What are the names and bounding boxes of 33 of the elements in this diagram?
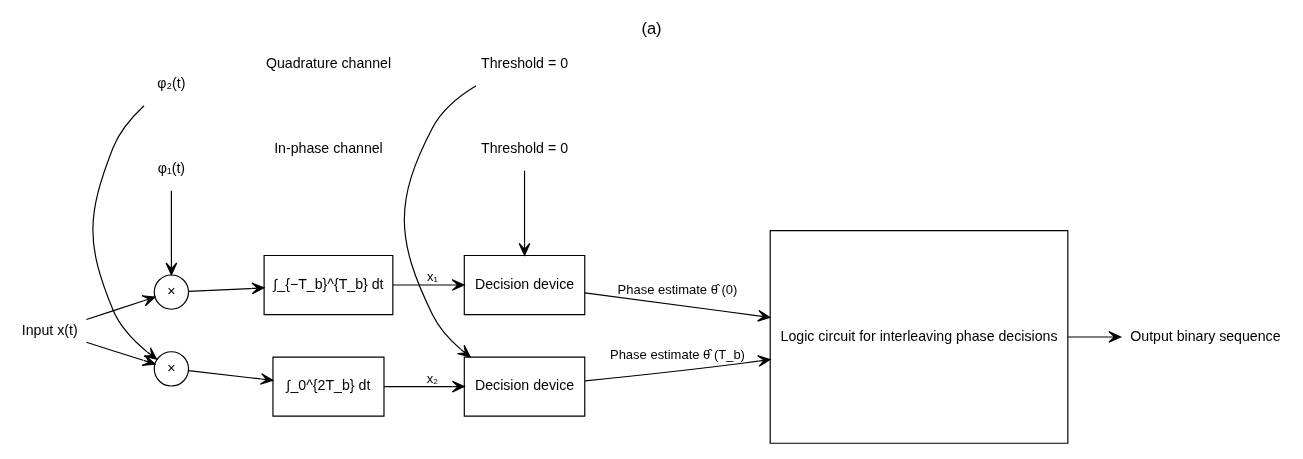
edge-label: x₂ [426,370,439,386]
node-box: Decision device [463,356,586,417]
arrow [187,370,274,385]
arrow [383,380,465,393]
edge-label: x₁ [426,269,438,285]
label: In-phase channel [274,139,383,156]
arrow [392,279,465,291]
node-text: φ₂(t) [157,74,186,91]
node-circle: × [153,351,190,387]
node-text: φ₁(t) [157,159,186,176]
node-box: ∫_{−T_b}^{T_b} dt [263,254,394,316]
arrow [1067,331,1122,343]
node-text: Threshold = 0 [481,139,569,156]
edge-label: Phase estimate θ̂ (T_b) [610,347,745,363]
arrow [92,105,158,360]
arrow [403,85,477,358]
label: Quadrature channel [265,54,392,71]
node-text: Output binary sequence [1130,327,1281,344]
arrow [165,190,178,276]
node-box: ∫_0^{2T_b} dt [272,356,385,417]
node-box: Decision device [463,254,586,316]
node-box: Logic circuit for interleaving phase decisions [769,230,1069,444]
arrow [518,170,531,256]
edge-label: Phase estimate θ̂ (0) [617,282,738,298]
arrow [85,341,156,367]
arrow [187,282,265,295]
node-circle: × [153,274,190,310]
node-text: Input x(t) [21,321,78,338]
node-text: Threshold = 0 [481,54,569,71]
diagram-title: (a) [641,18,662,38]
arrow [584,292,771,322]
arrow [85,295,156,321]
arrow [584,355,771,382]
